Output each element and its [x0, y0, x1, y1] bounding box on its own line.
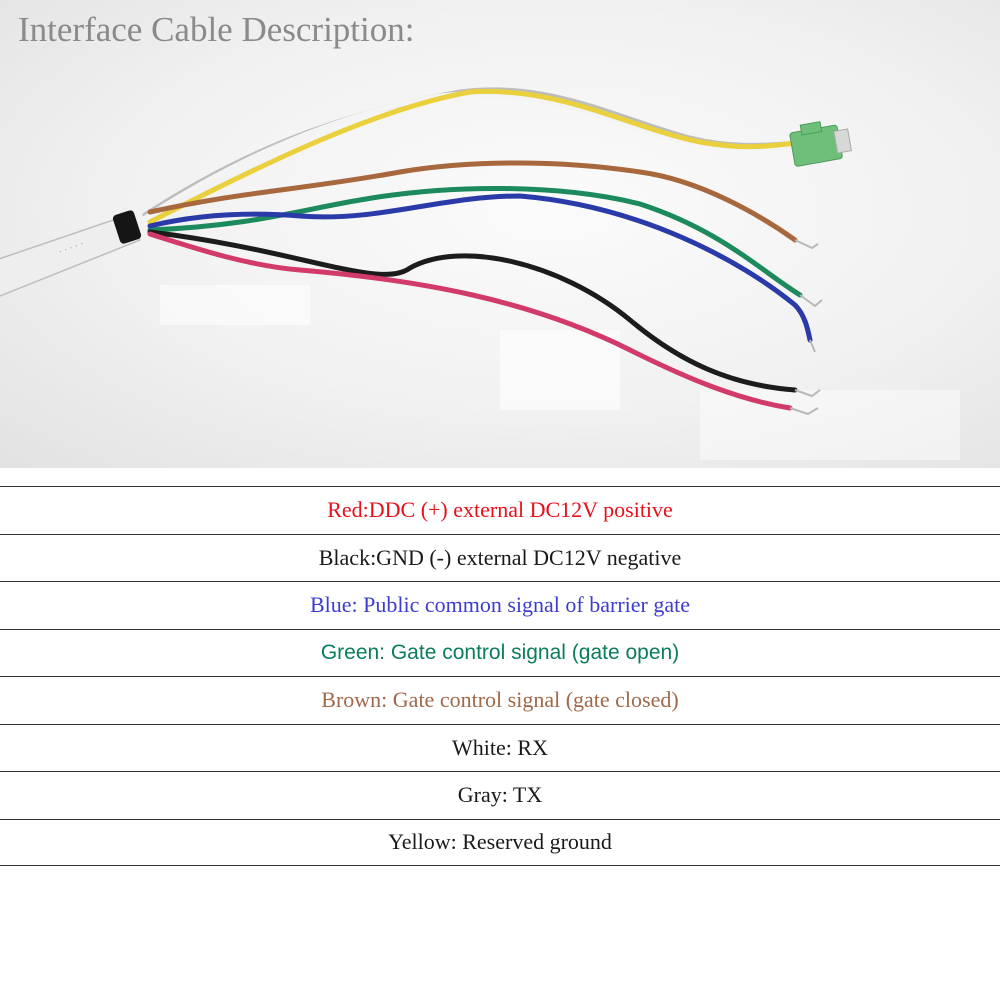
- legend-row-gray: Gray: TX: [0, 771, 1000, 819]
- legend-text-black: Black:GND (-) external DC12V negative: [318, 544, 682, 570]
- legend-text-blue: Blue: Public common signal of barrier ga…: [309, 592, 690, 618]
- brown-wire: [147, 160, 798, 243]
- legend-text-green: Green: Gate control signal (gate open): [320, 640, 680, 664]
- legend-text-brown: Brown: Gate control signal (gate closed): [321, 687, 679, 713]
- legend-row-white: White: RX: [0, 723, 1000, 772]
- stripped-wire-tips: [789, 239, 823, 416]
- legend-row-brown: Brown: Gate control signal (gate closed): [0, 676, 1000, 724]
- legend-text-yellow: Yellow: Reserved ground: [388, 829, 612, 855]
- black-wire: [147, 229, 798, 393]
- green-wire: [147, 185, 803, 298]
- light-reflection: [700, 390, 960, 460]
- legend-text-red: Red:DDC (+) external DC12V positive: [327, 497, 673, 523]
- cable-heat-shrink: [112, 210, 142, 244]
- legend-row-red: Red:DDC (+) external DC12V positive: [0, 486, 1000, 534]
- legend-row-black: Black:GND (-) external DC12V negative: [0, 533, 1000, 582]
- page-title: Interface Cable Description:: [18, 10, 415, 49]
- wire-legend-table: Red:DDC (+) external DC12V positive Blac…: [0, 486, 1000, 866]
- light-reflection: [500, 330, 620, 410]
- cable-illustration: · · · · ·: [0, 87, 960, 460]
- light-reflection: [160, 285, 310, 325]
- cable-jacket: [0, 214, 142, 297]
- cable-photo: · · · · · Interface Cable Description:: [0, 0, 1000, 468]
- red-wire: [147, 231, 793, 411]
- blue-wire: [147, 193, 813, 343]
- legend-row-green: Green: Gate control signal (gate open): [0, 628, 1000, 677]
- yellow-wire: [147, 88, 798, 225]
- legend-text-white: White: RX: [452, 734, 548, 760]
- legend-row-blue: Blue: Public common signal of barrier ga…: [0, 581, 1000, 629]
- legend-text-gray: Gray: TX: [457, 782, 543, 808]
- terminal-connector: [789, 121, 853, 167]
- legend-row-yellow: Yellow: Reserved ground: [0, 818, 1000, 866]
